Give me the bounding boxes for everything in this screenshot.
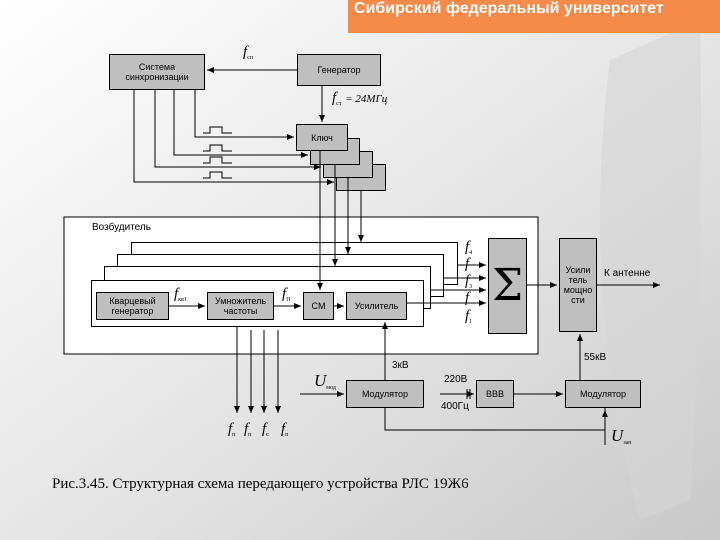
university-banner: Сибирский федеральный университет (348, 0, 720, 33)
voltage-55kv-label: 55кВ (584, 352, 607, 363)
key-block: Ключ (296, 124, 348, 151)
output-f-2: fп (244, 421, 252, 438)
f-in-2-label: f (465, 256, 470, 272)
mains-voltage-label: 220В (444, 374, 468, 385)
output-f-4: fп (281, 421, 289, 438)
f-in-1-label: f4 (465, 239, 473, 256)
mixer-block: СМ (303, 292, 334, 320)
output-f-3: fс (262, 421, 269, 438)
output-f-1: fп (228, 421, 236, 438)
power-amplifier-block: Усили тель мощно сти (559, 238, 597, 332)
to-antenna-label: К антенне (604, 268, 651, 279)
generator-block: Генератор (297, 54, 381, 86)
figure-caption: Рис.3.45. Структурная схема передающего … (52, 476, 469, 492)
sync-system-block: Система синхронизации (109, 54, 205, 90)
f-kv-label: fкв1 (174, 286, 187, 303)
f-sync-label: fсп (243, 44, 254, 61)
u-mod-label: Uмод (314, 371, 336, 391)
multiplier-block: Умножитель частоты (207, 292, 274, 320)
quartz-generator-block: Кварцевый генератор (96, 292, 169, 320)
modulator-left-block: Модулятор (346, 380, 424, 408)
amplifier-block: Усилитель (346, 292, 407, 320)
mains-frequency-label: 400Гц (441, 401, 469, 412)
f-in-3-label: f3 (465, 273, 473, 290)
modulator-right-block: Модулятор (565, 380, 641, 408)
voltage-3kv-label: 3кВ (392, 360, 409, 371)
f-p-label: fП (282, 286, 291, 303)
f-gen-label: fст = 24МГц (332, 90, 388, 107)
u-zap-label: Uзап (611, 426, 632, 446)
f-in-4-label: f (465, 290, 470, 306)
f-in-5-label: f1 (465, 308, 473, 325)
summator-block: Σ (488, 238, 527, 334)
exciter-label: Возбудитель (92, 222, 151, 233)
hv-rectifier-block: ВВВ (476, 380, 514, 408)
